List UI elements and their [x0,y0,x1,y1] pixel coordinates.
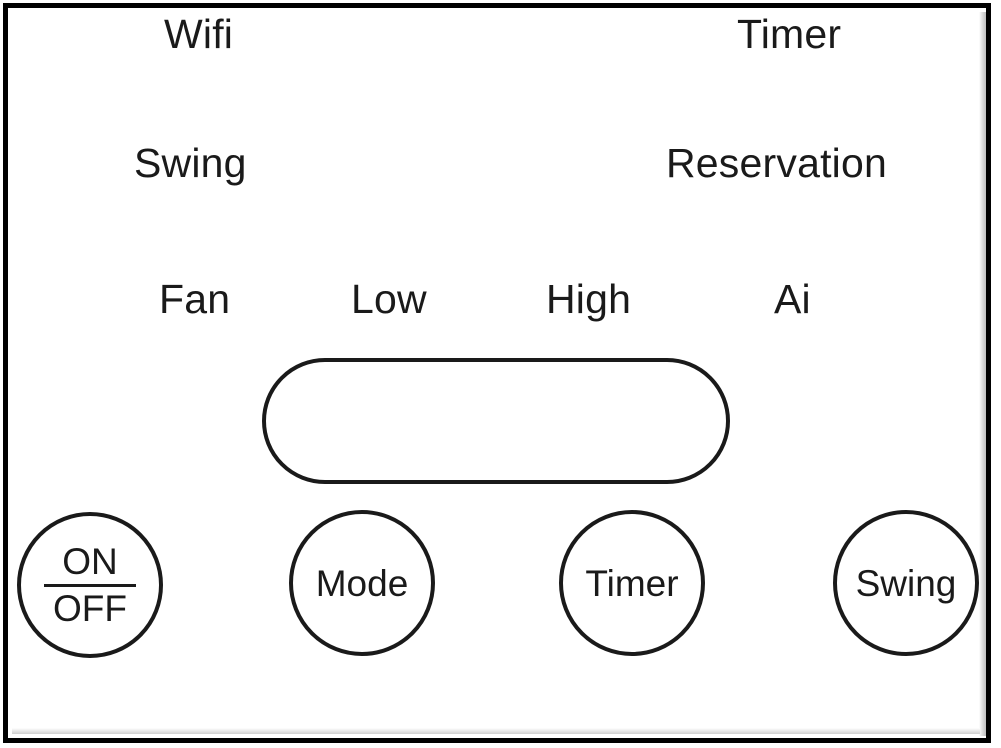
swing-button-label: Swing [855,562,957,604]
temperature-stepper [262,358,730,484]
indicator-label-low: Low [351,276,427,322]
swing-button[interactable]: Swing [833,510,979,656]
on-off-button-label-off: OFF [53,587,127,629]
indicator-label-swing: Swing [134,140,247,186]
frame-shadow-bottom [12,728,980,734]
mode-button[interactable]: Mode [289,510,435,656]
indicator-label-reservation: Reservation [666,140,887,186]
mode-button-label: Mode [315,562,409,604]
indicator-label-timer: Timer [737,11,842,57]
indicator-label-wifi: Wifi [164,11,234,57]
frame-shadow-right [979,12,986,736]
timer-button[interactable]: Timer [559,510,705,656]
on-off-divider [44,583,136,587]
indicator-label-high: High [546,276,632,322]
on-off-button[interactable]: ON OFF [17,512,163,658]
timer-button-label: Timer [585,562,679,604]
on-off-stack: ON OFF [44,543,136,627]
on-off-button-label-on: ON [62,540,118,582]
indicator-label-ai: Ai [774,276,811,322]
indicator-label-fan: Fan [159,276,231,322]
